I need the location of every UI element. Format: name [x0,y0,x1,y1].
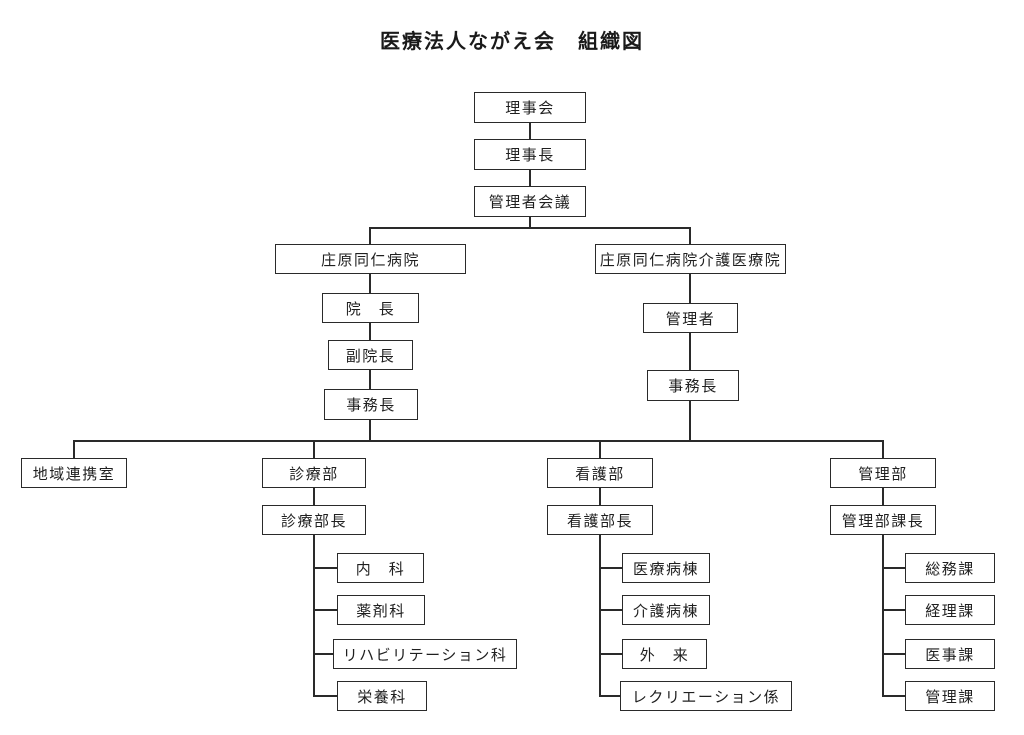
node-care-administrator: 管理者 [643,303,738,333]
connector-line [689,401,691,442]
node-nursing-dept-head: 看護部長 [547,505,653,535]
node-care-ward: 介護病棟 [622,595,710,625]
connector-line [369,420,371,442]
node-admin-dept: 管理部 [830,458,936,488]
connector-line [313,609,337,611]
node-internal-medicine: 内 科 [337,553,424,583]
connector-line [882,535,884,697]
node-hospital: 庄原同仁病院 [275,244,466,274]
node-recreation-unit: レクリエーション係 [620,681,792,711]
connector-line [313,488,315,505]
node-rehabilitation: リハビリテーション科 [333,639,517,669]
page-title: 医療法人ながえ会 組織図 [380,31,644,53]
node-medical-affairs: 医事課 [905,639,995,669]
node-hospital-vice-director: 副院長 [328,340,413,370]
node-management-sec: 管理課 [905,681,995,711]
connector-line [529,123,531,139]
connector-line [313,440,315,458]
connector-line [599,567,622,569]
node-admin-dept-head: 管理部課長 [830,505,936,535]
node-medical-dept-head: 診療部長 [262,505,366,535]
connector-line [73,440,75,458]
node-care-admin-director: 事務長 [647,370,739,401]
node-nursing-dept: 看護部 [547,458,653,488]
node-hospital-admin-director: 事務長 [324,389,418,420]
connector-line [882,653,905,655]
connector-line [599,440,601,458]
node-outpatient: 外 来 [622,639,707,669]
connector-line [313,567,337,569]
connector-line [369,274,371,293]
connector-line [882,609,905,611]
connector-line [599,653,622,655]
connector-line [882,488,884,505]
node-medical-ward: 医療病棟 [622,553,710,583]
node-accounting: 経理課 [905,595,995,625]
node-nutrition: 栄養科 [337,681,427,711]
connector-line [369,323,371,340]
node-hospital-director: 院 長 [322,293,419,323]
connector-line [689,227,691,244]
node-board: 理事会 [474,92,586,123]
connector-line [882,440,884,458]
node-medical-dept: 診療部 [262,458,366,488]
connector-line [529,217,531,229]
connector-line [882,695,905,697]
connector-line [313,695,337,697]
node-regional-office: 地域連携室 [21,458,127,488]
node-general-affairs: 総務課 [905,553,995,583]
connector-line [599,535,601,697]
connector-line [882,567,905,569]
connector-line [369,227,691,229]
connector-line [599,609,622,611]
connector-line [599,695,620,697]
node-pharmacy: 薬剤科 [337,595,425,625]
connector-line [73,440,884,442]
connector-line [369,370,371,389]
connector-line [369,227,371,244]
node-care-facility: 庄原同仁病院介護医療院 [595,244,786,274]
connector-line [689,274,691,303]
connector-line [313,535,315,697]
connector-line [529,170,531,186]
connector-line [689,333,691,370]
connector-line [599,488,601,505]
connector-line [313,653,333,655]
node-managers-meeting: 管理者会議 [474,186,586,217]
node-chairman: 理事長 [474,139,586,170]
